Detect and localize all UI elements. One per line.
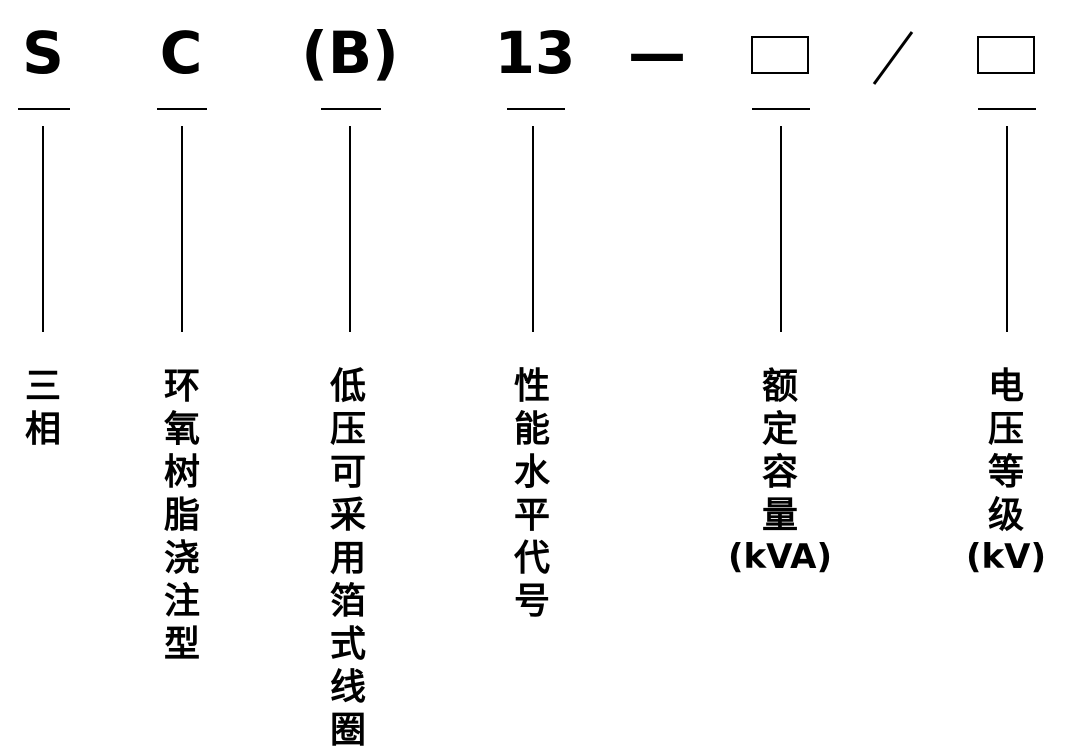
label-voltage-unit: (kV) — [965, 537, 1047, 577]
label-char: 采 — [329, 495, 367, 536]
label-char: 环 — [163, 366, 201, 407]
code-dash: — — [628, 19, 686, 87]
label-char: 号 — [513, 581, 551, 622]
code-series: S — [22, 19, 64, 87]
label-char: 圈 — [329, 710, 367, 751]
underline-level — [507, 108, 565, 110]
underline-voltage — [978, 108, 1036, 110]
label-capacity-unit: (kVA) — [727, 537, 833, 577]
label-char: 箔 — [329, 581, 367, 622]
label-char: 额 — [761, 366, 799, 407]
label-char: 浇 — [163, 538, 201, 579]
label-char: 平 — [513, 495, 551, 536]
label-char: 压 — [329, 409, 367, 450]
code-coil: (B) — [301, 19, 399, 87]
label-char: 压 — [987, 409, 1025, 450]
leader-line-insulation — [181, 126, 183, 332]
voltage-placeholder-box — [977, 36, 1035, 74]
label-insulation: 环氧树脂浇注型 — [164, 365, 200, 666]
label-char: 代 — [513, 538, 551, 579]
label-char: 可 — [329, 452, 367, 493]
label-char: 定 — [761, 409, 799, 450]
underline-capacity — [752, 108, 810, 110]
label-char: 级 — [987, 495, 1025, 536]
label-char: 等 — [987, 452, 1025, 493]
label-char: 能 — [513, 409, 551, 450]
leader-line-coil — [349, 126, 351, 332]
label-series: 三相 — [25, 365, 61, 451]
label-level: 性能水平代号 — [514, 365, 550, 623]
label-char: 性 — [513, 366, 551, 407]
underline-series — [18, 108, 70, 110]
underline-insulation — [157, 108, 207, 110]
label-char: 电 — [987, 366, 1025, 407]
label-coil: 低压可采用箔式线圈 — [330, 365, 366, 752]
label-char: 树 — [163, 452, 201, 493]
label-char: 低 — [329, 366, 367, 407]
label-char: 线 — [329, 667, 367, 708]
label-char: 式 — [329, 624, 367, 665]
label-char: 相 — [24, 409, 62, 450]
label-capacity: 额定容量 (kVA) — [728, 365, 832, 577]
label-char: 用 — [329, 538, 367, 579]
label-char: 氧 — [163, 409, 201, 450]
slash-divider — [872, 31, 914, 85]
label-char: 注 — [163, 581, 201, 622]
label-char: 脂 — [163, 495, 201, 536]
label-char: 量 — [761, 495, 799, 536]
label-char: 型 — [163, 624, 201, 665]
capacity-placeholder-box — [751, 36, 809, 74]
code-level: 13 — [494, 19, 576, 87]
label-voltage: 电压等级 (kV) — [966, 365, 1046, 577]
underline-coil — [321, 108, 381, 110]
code-insulation: C — [159, 19, 203, 87]
leader-line-series — [42, 126, 44, 332]
label-char: 水 — [513, 452, 551, 493]
leader-line-level — [532, 126, 534, 332]
leader-line-voltage — [1006, 126, 1008, 332]
label-char: 三 — [24, 366, 62, 407]
leader-line-capacity — [780, 126, 782, 332]
label-char: 容 — [761, 452, 799, 493]
